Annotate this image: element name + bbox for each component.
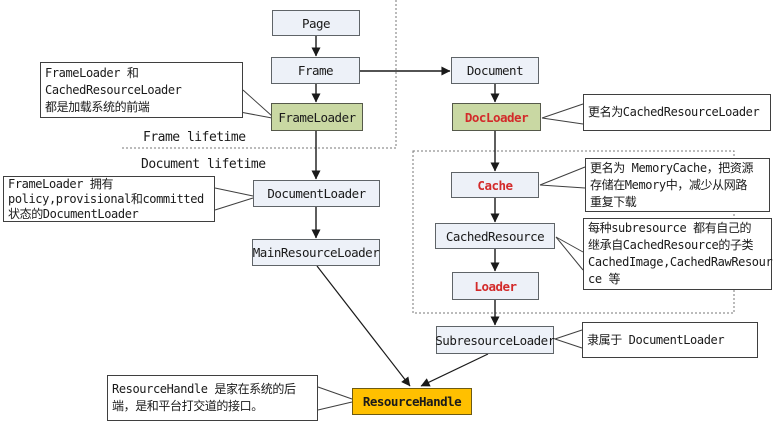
note-cachedresource-text: 每种subresource 都有自己的 继承自CachedResource的子类… — [588, 221, 773, 286]
node-documentloader: DocumentLoader — [253, 180, 380, 207]
note-subresourceloader: 隶属于 DocumentLoader — [582, 322, 758, 358]
node-mainresourceloader-label: MainResourceLoader — [252, 245, 380, 260]
node-docloader-label: DocLoader — [464, 109, 529, 125]
node-docloader: DocLoader — [452, 103, 541, 131]
note-resourcehandle: ResourceHandle 是家在系统的后 端，是和平台打交道的接口。 — [107, 375, 318, 421]
node-cachedresource: CachedResource — [435, 223, 555, 249]
node-mainresourceloader: MainResourceLoader — [252, 239, 380, 266]
callout-pointers — [214, 89, 586, 411]
node-frame: Frame — [271, 57, 360, 84]
node-frameloader: FrameLoader — [271, 103, 363, 131]
note-cachedresource: 每种subresource 都有自己的 继承自CachedResource的子类… — [583, 218, 773, 290]
arrow-subresourceloader-to-resourcehandle — [420, 353, 489, 387]
note-docloader-text: 更名为CachedResourceLoader — [588, 105, 760, 119]
node-subresourceloader: SubresourceLoader — [435, 326, 555, 354]
label-document-lifetime: Document lifetime — [141, 157, 266, 172]
node-page-label: Page — [301, 15, 331, 31]
note-docloader: 更名为CachedResourceLoader — [583, 94, 771, 131]
note-documentloader: FrameLoader 拥有 policy,provisional和commit… — [3, 176, 215, 222]
node-loader: Loader — [452, 272, 539, 300]
node-resourcehandle: ResourceHandle — [352, 388, 472, 415]
note-subresourceloader-text: 隶属于 DocumentLoader — [587, 332, 725, 347]
node-frame-label: Frame — [297, 63, 334, 78]
node-cache: Cache — [451, 172, 539, 198]
node-subresourceloader-label: SubresourceLoader — [435, 332, 555, 348]
note-frameloader-text: FrameLoader 和 CachedResourceLoader 都是加载系… — [45, 65, 182, 114]
node-cache-label: Cache — [477, 177, 513, 193]
note-cache: 更名为 MemoryCache，把资源 存储在Memory中，减少从网路 重复下… — [585, 158, 770, 212]
arrow-mainresourceloader-to-resourcehandle — [316, 265, 411, 387]
node-loader-label: Loader — [474, 278, 517, 294]
note-documentloader-text: FrameLoader 拥有 policy,provisional和commit… — [8, 176, 204, 221]
node-frameloader-label: FrameLoader — [278, 109, 356, 125]
note-frameloader: FrameLoader 和 CachedResourceLoader 都是加载系… — [40, 62, 243, 118]
note-resourcehandle-text: ResourceHandle 是家在系统的后 端，是和平台打交道的接口。 — [112, 382, 296, 413]
node-documentloader-label: DocumentLoader — [267, 186, 366, 201]
node-resourcehandle-label: ResourceHandle — [362, 394, 462, 409]
node-document-label: Document — [466, 63, 524, 78]
node-page: Page — [272, 10, 360, 36]
node-document: Document — [451, 57, 539, 84]
label-frame-lifetime: Frame lifetime — [143, 130, 246, 145]
node-cachedresource-label: CachedResource — [445, 228, 545, 244]
note-cache-text: 更名为 MemoryCache，把资源 存储在Memory中，减少从网路 重复下… — [590, 160, 754, 209]
